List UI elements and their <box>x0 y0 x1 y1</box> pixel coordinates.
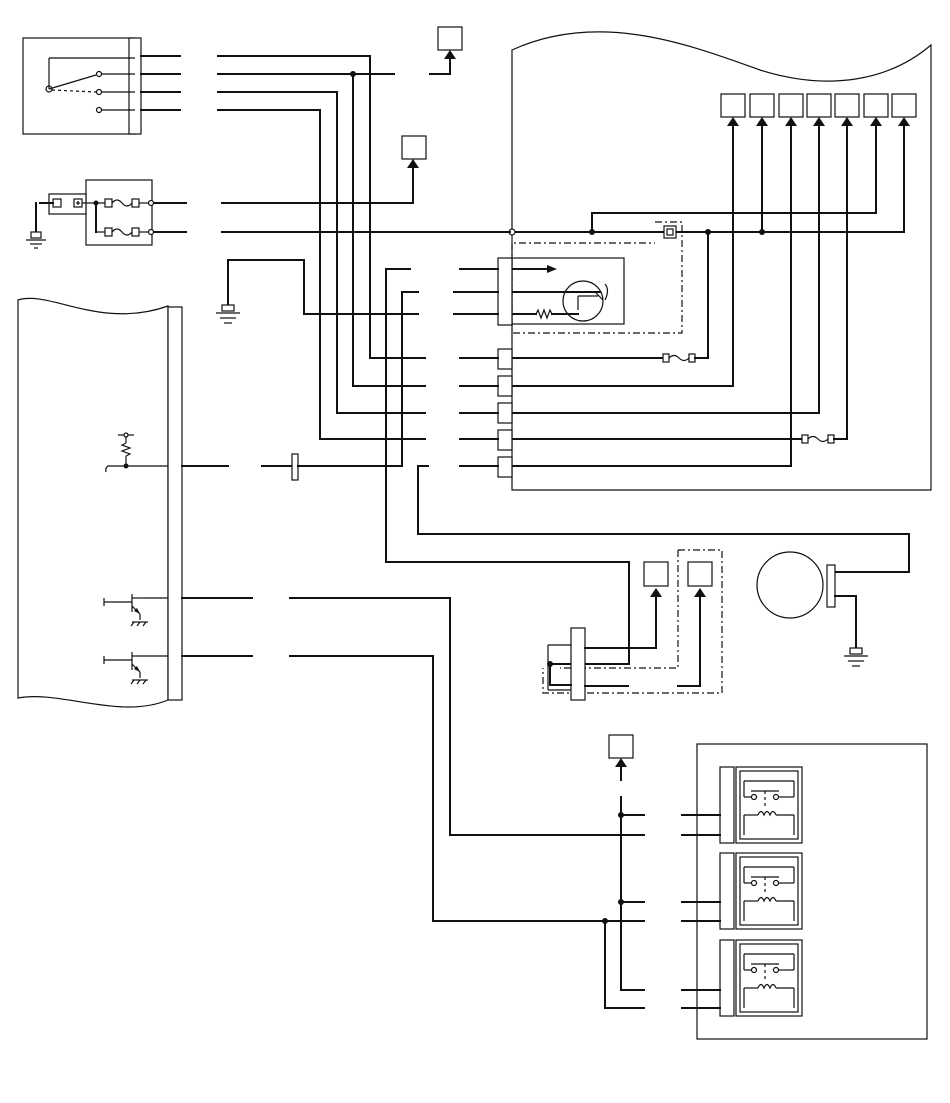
fuse-block-housing <box>85 179 153 246</box>
control-module-wires <box>181 453 645 922</box>
instrument-cluster <box>508 31 932 491</box>
terminal-box <box>401 135 427 160</box>
control-module <box>17 297 183 708</box>
connector-pins-upper <box>497 257 513 326</box>
connector-block <box>453 257 513 478</box>
gauge-terminal <box>778 93 804 118</box>
relay <box>735 852 803 930</box>
switch-connector <box>128 37 142 135</box>
relay-box-housing <box>696 743 928 1040</box>
terminal-box <box>608 734 634 759</box>
motor <box>756 551 868 667</box>
gauge-terminal <box>806 93 832 118</box>
switch-output-wires <box>140 55 181 111</box>
control-module-connector <box>167 306 183 701</box>
gauge-terminal <box>834 93 860 118</box>
terminal-box <box>437 26 463 51</box>
relay-box <box>602 734 928 1040</box>
relay <box>735 939 803 1017</box>
relay <box>735 766 803 844</box>
terminal-box <box>687 561 713 587</box>
motor-body <box>756 551 824 619</box>
switch-module <box>22 37 142 135</box>
harness-wires <box>217 50 910 665</box>
fuse-block <box>26 179 155 249</box>
switch-module-housing <box>22 37 136 135</box>
gauge-terminal <box>863 93 889 118</box>
gauge-terminal <box>749 93 775 118</box>
lower-connector <box>542 549 723 701</box>
gauge-terminal <box>720 93 746 118</box>
ground <box>216 304 240 324</box>
fuse-output-wires <box>153 202 187 233</box>
gauge-terminal <box>891 93 917 118</box>
terminal-box <box>643 561 669 587</box>
